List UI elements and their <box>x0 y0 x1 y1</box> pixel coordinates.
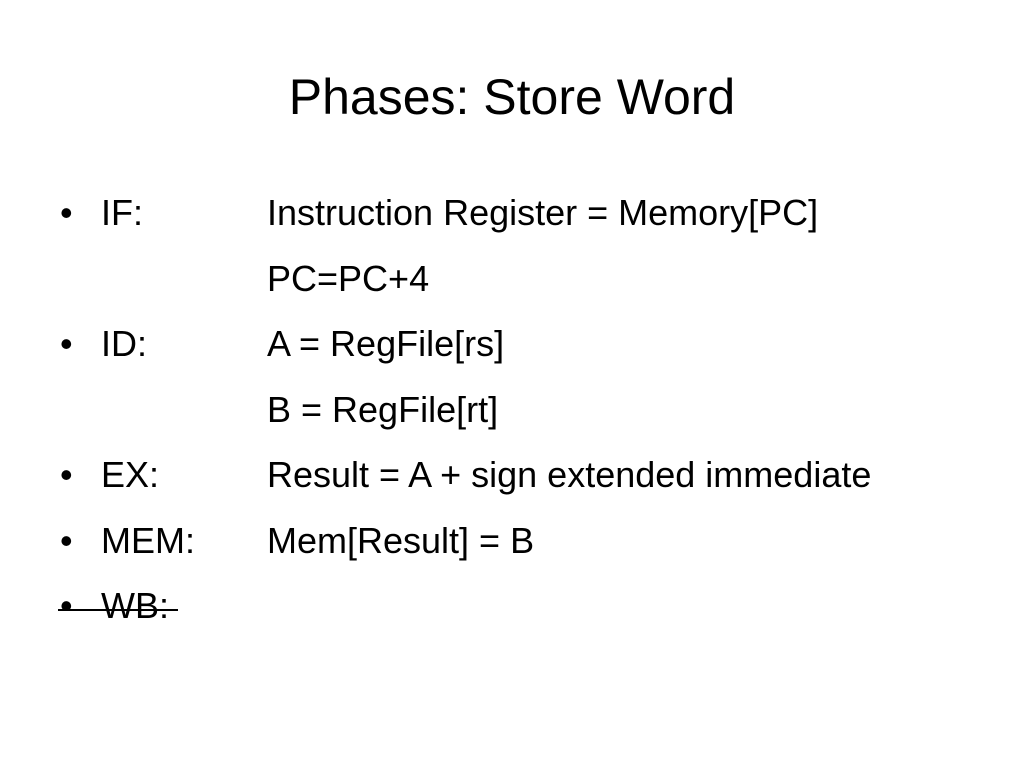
continuation-row-id: B = RegFile[rt] <box>0 385 1024 435</box>
bullet-row-id: • ID: A = RegFile[rs] <box>0 319 1024 369</box>
bullet-row-ex: • EX: Result = A + sign extended immedia… <box>0 450 1024 500</box>
phase-description: Result = A + sign extended immediate <box>267 454 872 495</box>
bullet-row-wb: • WB: <box>0 581 1024 631</box>
bullet-row-if: • IF: Instruction Register = Memory[PC] <box>0 188 1024 238</box>
phase-label: WB: <box>101 585 169 626</box>
phase-description: A = RegFile[rs] <box>267 323 505 364</box>
phase-label: EX: <box>101 454 160 495</box>
continuation-row-if: PC=PC+4 <box>0 254 1024 304</box>
bullet-row-mem: • MEM: Mem[Result] = B <box>0 516 1024 566</box>
phase-description: Instruction Register = Memory[PC] <box>267 192 819 233</box>
phase-label: MEM: <box>101 520 195 561</box>
phase-description: Mem[Result] = B <box>267 520 535 561</box>
phase-description: B = RegFile[rt] <box>267 389 499 430</box>
bullet-icon: • <box>60 323 73 364</box>
bullet-icon: • <box>60 520 73 561</box>
bullet-icon: • <box>60 585 73 626</box>
bullet-icon: • <box>60 192 73 233</box>
slide-title: Phases: Store Word <box>288 69 736 125</box>
strikethrough-line <box>58 609 178 611</box>
phase-description: PC=PC+4 <box>267 258 430 299</box>
phase-label: IF: <box>101 192 143 233</box>
phase-label: ID: <box>101 323 148 364</box>
bullet-icon: • <box>60 454 73 495</box>
